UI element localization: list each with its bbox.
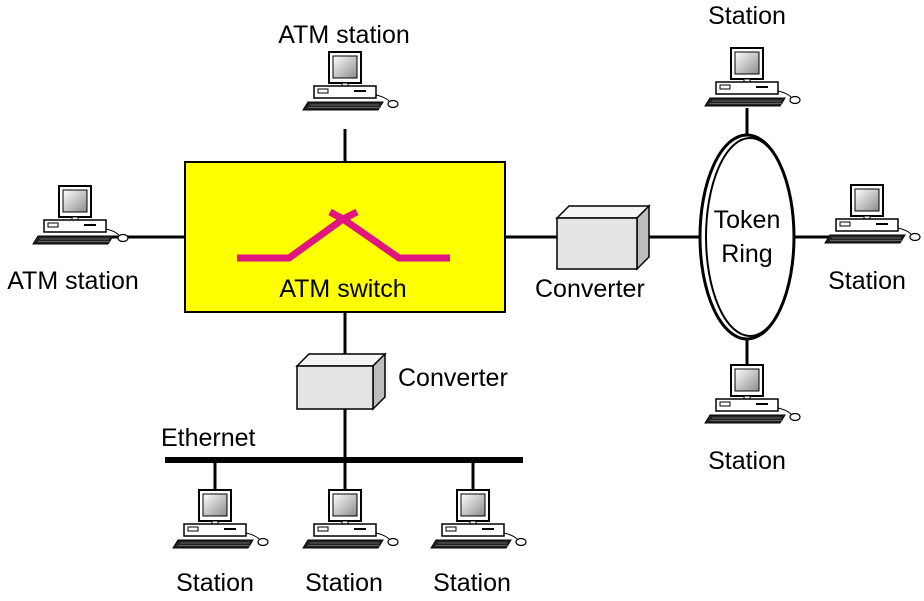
converter-box-icon xyxy=(295,352,387,411)
station-atm-top-label: ATM station xyxy=(278,21,410,49)
station-eth-2-label: Station xyxy=(305,569,383,597)
station-atm-left-label: ATM station xyxy=(7,267,139,295)
station-eth-3-label: Station xyxy=(433,569,511,597)
station-atm-top: ATM station xyxy=(278,21,410,111)
computer-icon xyxy=(704,47,801,107)
station-eth-2: Station xyxy=(302,489,399,597)
station-ring-top-label: Station xyxy=(708,2,786,30)
token-ring-line1: Token xyxy=(714,206,781,234)
station-ring-bottom: Station xyxy=(704,364,801,475)
computer-icon xyxy=(172,489,269,549)
atm-switch: ATM switch xyxy=(184,161,506,313)
computer-icon xyxy=(430,489,527,549)
converter-box-icon xyxy=(555,204,651,271)
station-eth-1-label: Station xyxy=(176,569,254,597)
station-eth-3: Station xyxy=(430,489,527,597)
converter-bottom-label: Converter xyxy=(398,364,508,392)
computer-icon xyxy=(704,364,801,424)
atm-switch-label: ATM switch xyxy=(279,275,406,303)
atm-switch-box xyxy=(184,161,506,313)
station-ring-right: Station xyxy=(824,184,921,295)
station-ring-bottom-label: Station xyxy=(708,447,786,475)
ethernet-label: Ethernet xyxy=(161,424,256,452)
computer-icon xyxy=(32,185,129,245)
computer-icon xyxy=(302,51,399,111)
crossed-path-icon xyxy=(237,208,450,262)
computer-icon xyxy=(302,489,399,549)
token-ring-line2: Ring xyxy=(721,240,772,268)
converter-right-label: Converter xyxy=(535,275,645,303)
station-ring-right-label: Station xyxy=(828,267,906,295)
station-atm-left: ATM station xyxy=(7,185,139,295)
token-ring: Token Ring xyxy=(698,133,796,341)
station-ring-top: Station xyxy=(704,2,801,107)
station-eth-1: Station xyxy=(172,489,269,597)
computer-icon xyxy=(824,184,921,244)
